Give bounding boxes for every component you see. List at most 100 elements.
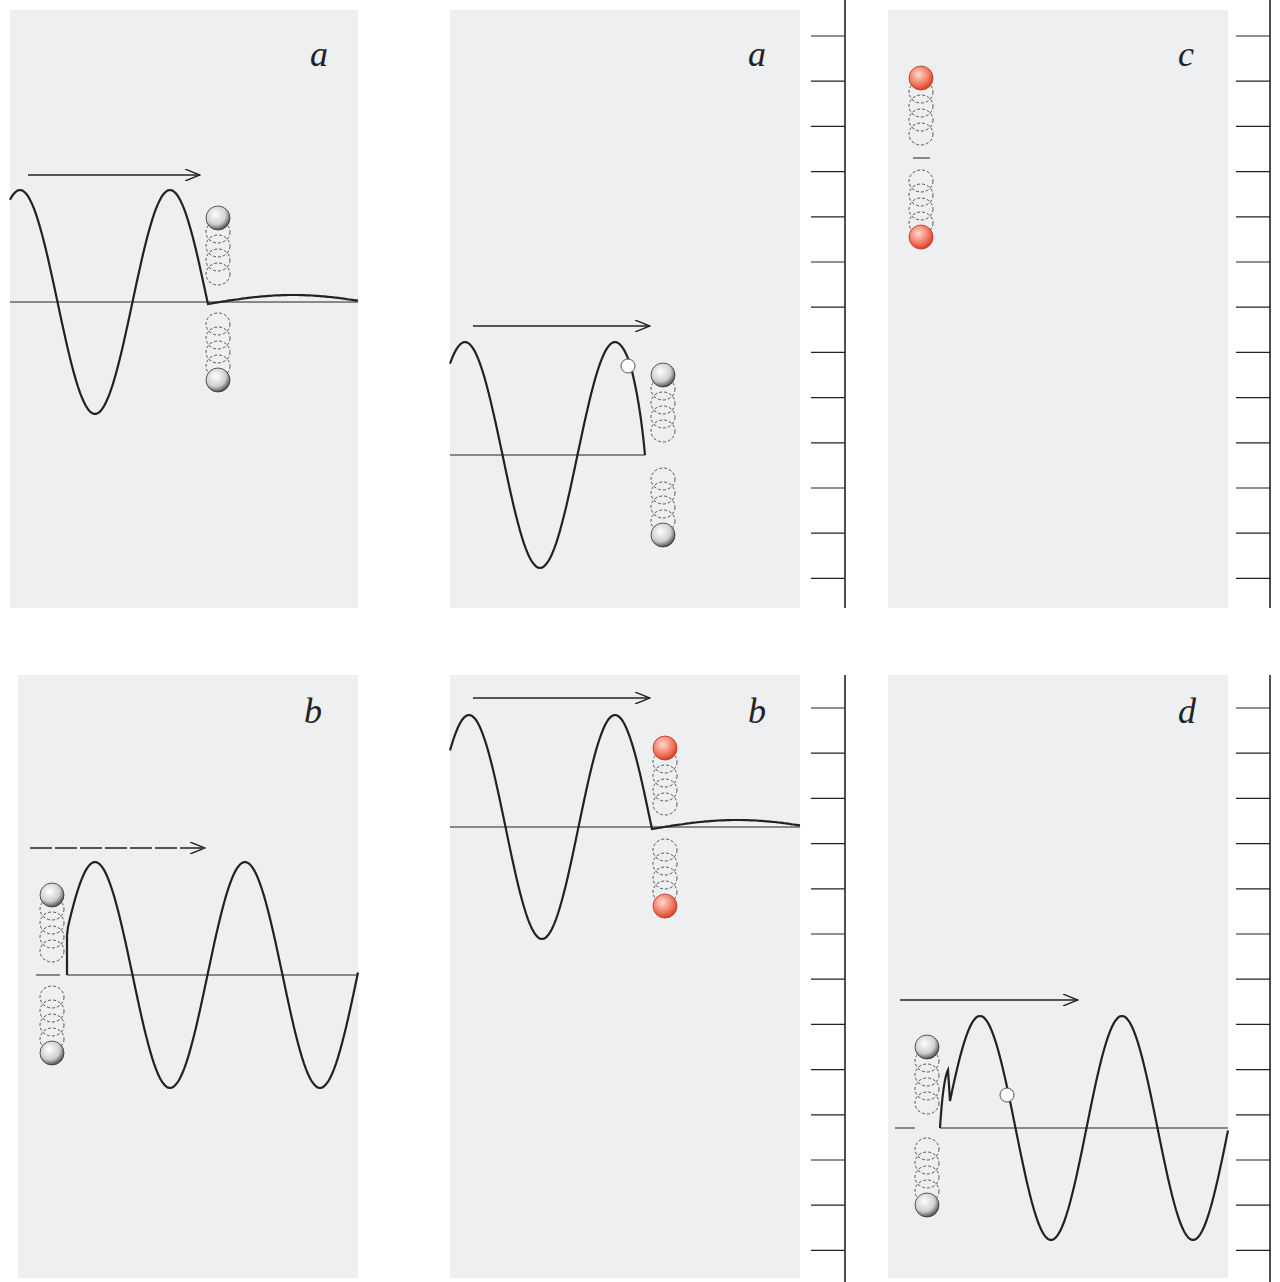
ball-trace [653, 793, 677, 815]
ball [206, 206, 230, 230]
ball-trace [651, 482, 675, 504]
scale-tick [1236, 1069, 1270, 1070]
panel-letter: a [748, 36, 766, 72]
scale-tick [811, 933, 845, 934]
ball-trace [909, 109, 933, 131]
ball-trace [40, 1000, 64, 1022]
scale-line [1269, 0, 1271, 608]
panel-letter: d [1178, 693, 1196, 729]
scale-tick [811, 798, 845, 799]
direction-arrow [900, 999, 1078, 1001]
ball-trace [915, 1092, 939, 1114]
ball [915, 1035, 939, 1059]
ball-trace [206, 313, 230, 335]
scale-tick [811, 35, 845, 36]
ball-trace [206, 341, 230, 363]
ball-trace [653, 779, 677, 801]
ball-trace [40, 912, 64, 934]
baseline [36, 975, 60, 976]
scale-tick [1236, 843, 1270, 844]
scale-tick [811, 1205, 845, 1206]
scale-tick [1236, 707, 1270, 708]
scale-tick [811, 126, 845, 127]
panel-letter: c [1178, 36, 1194, 72]
baseline [450, 455, 645, 456]
wave-lines [10, 158, 1228, 1240]
ball [651, 363, 675, 387]
scale-tick [1236, 81, 1270, 82]
scale-tick [811, 261, 845, 262]
scale-tick [811, 487, 845, 488]
scale-tick [1236, 261, 1270, 262]
scale-tick [1236, 1205, 1270, 1206]
panel-ground [18, 675, 358, 1278]
scale-bars [811, 0, 1270, 1282]
scale-tick [811, 1024, 845, 1025]
ball-trace [915, 1152, 939, 1174]
scale-tick [1236, 753, 1270, 754]
panel-ground [10, 10, 358, 608]
scale-tick [1236, 1114, 1270, 1115]
panel-letter: b [304, 693, 322, 729]
scale-tick [811, 1114, 845, 1115]
scale-tick [811, 979, 845, 980]
marker-dot [621, 359, 635, 373]
baseline [10, 302, 358, 303]
panel-letter: b [748, 693, 766, 729]
scale-tick [811, 307, 845, 308]
scale-tick [1236, 888, 1270, 889]
scale-tick [1236, 35, 1270, 36]
ball-trace [651, 420, 675, 442]
ball-trace [653, 867, 677, 889]
ball-trace [915, 1166, 939, 1188]
panel-letter: a [310, 36, 328, 72]
scale-tick [811, 81, 845, 82]
scale-tick [1236, 307, 1270, 308]
scale-tick [811, 1069, 845, 1070]
direction-arrow [473, 325, 650, 327]
ball [653, 736, 677, 760]
scale-tick [811, 843, 845, 844]
scale-tick [811, 442, 845, 443]
scale-tick [811, 1250, 845, 1251]
ball-trace [40, 986, 64, 1008]
ball-trace [206, 263, 230, 285]
scale-tick [811, 578, 845, 579]
ball [909, 225, 933, 249]
scale-tick [1236, 1024, 1270, 1025]
baseline [940, 1128, 1228, 1129]
ball-trace [653, 839, 677, 861]
baseline [895, 1128, 915, 1129]
ball [206, 368, 230, 392]
panel-ground [450, 10, 800, 608]
scale-tick [1236, 1159, 1270, 1160]
ball-trace [909, 123, 933, 145]
scale-tick [1236, 933, 1270, 934]
figure-panel: d [888, 675, 1228, 1278]
panel-ground [888, 10, 1228, 608]
ball [651, 523, 675, 547]
ball-trace [909, 198, 933, 220]
ball-trace [909, 184, 933, 206]
figure-panel: a [10, 10, 358, 608]
scale-tick [1236, 216, 1270, 217]
ball-trace [206, 327, 230, 349]
scale-tick [1236, 798, 1270, 799]
scale-tick [1236, 171, 1270, 172]
scale-tick [1236, 979, 1270, 980]
scale-tick [811, 753, 845, 754]
ball-trace [40, 940, 64, 962]
wave [450, 342, 645, 568]
scale-tick [811, 171, 845, 172]
ball-trace [40, 926, 64, 948]
panel-ground [450, 675, 800, 1278]
direction-arrow [28, 174, 200, 176]
scale-line [1269, 675, 1271, 1282]
ball [909, 66, 933, 90]
baseline [67, 975, 358, 976]
scale-line [844, 0, 846, 608]
figure-panel: a [450, 10, 800, 608]
scale-tick [811, 352, 845, 353]
scale-tick [1236, 578, 1270, 579]
ball-trace [651, 496, 675, 518]
